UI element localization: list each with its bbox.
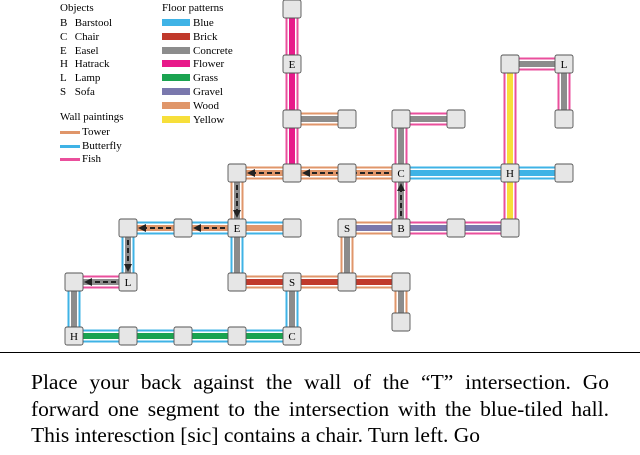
intersection-node [118, 218, 138, 238]
intersection-node [554, 163, 574, 183]
intersection-node [554, 109, 574, 129]
object-label: B [397, 223, 404, 235]
intersection-node [282, 0, 302, 19]
object-label: S [344, 223, 350, 235]
intersection-node [391, 109, 411, 129]
intersection-node [391, 163, 411, 183]
object-label: C [397, 168, 404, 180]
intersection-node [282, 218, 302, 238]
intersection-node [64, 326, 84, 346]
object-label: L [561, 59, 568, 71]
intersection-node [118, 272, 138, 292]
object-label: S [289, 277, 295, 289]
intersection-node [227, 218, 247, 238]
intersection-node [173, 326, 193, 346]
intersection-node [337, 109, 357, 129]
object-label: E [289, 59, 296, 71]
instruction-text: Place your back against the wall of the … [31, 370, 609, 447]
intersection-node [227, 272, 247, 292]
intersection-node [282, 326, 302, 346]
intersection-node [282, 54, 302, 74]
intersection-node [500, 54, 520, 74]
intersection-node [446, 218, 466, 238]
object-label: C [288, 331, 295, 343]
intersection-node [337, 163, 357, 183]
intersection-node [446, 109, 466, 129]
object-label: H [70, 331, 78, 343]
intersection-node [500, 163, 520, 183]
intersection-node [227, 326, 247, 346]
intersection-node [554, 54, 574, 74]
intersection-node [227, 163, 247, 183]
intersection-node [391, 218, 411, 238]
intersection-node [337, 218, 357, 238]
intersection-node [118, 326, 138, 346]
intersection-node [391, 272, 411, 292]
object-label: L [125, 277, 132, 289]
intersection-node [282, 109, 302, 129]
intersection-node [282, 272, 302, 292]
object-label: H [506, 168, 514, 180]
object-label: E [234, 223, 241, 235]
intersection-node [282, 163, 302, 183]
intersection-node [391, 312, 411, 332]
route-map: E L C H S B E S L H C [64, 0, 574, 346]
instruction-box: Place your back against the wall of the … [0, 352, 640, 455]
intersection-node [337, 272, 357, 292]
intersection-node [500, 218, 520, 238]
intersection-node [64, 272, 84, 292]
intersection-node [173, 218, 193, 238]
